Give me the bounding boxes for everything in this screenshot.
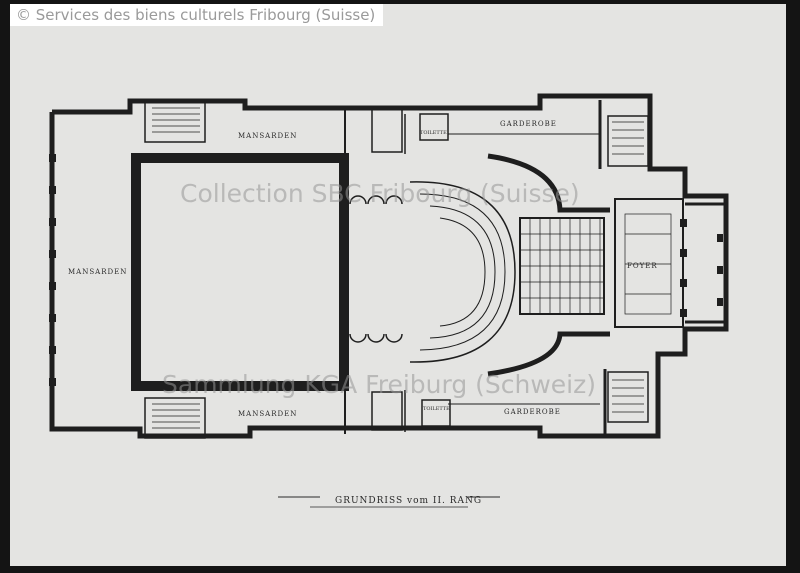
label-toilette-top: TOILETTE	[420, 130, 447, 136]
outer-wall	[49, 93, 729, 439]
plan-title: GRUNDRISS vom II. RANG	[335, 496, 483, 506]
watermark-sammlung: Sammlung KGA Freiburg (Schweiz)	[162, 370, 597, 399]
photo-page: MANSARDEN MANSARDEN MANSARDEN GARDEROBE …	[10, 4, 786, 566]
label-garderobe-bottom: GARDEROBE	[504, 408, 561, 416]
auditorium-wall	[487, 153, 610, 213]
label-garderobe-top: GARDEROBE	[500, 120, 557, 128]
copyright-banner: © Services des biens culturels Fribourg …	[10, 4, 384, 26]
label-mansarden-top: MANSARDEN	[238, 132, 297, 140]
watermark-collection: Collection SBC Fribourg (Suisse)	[180, 179, 580, 208]
label-mansarden-bottom: MANSARDEN	[238, 410, 297, 418]
label-mansarden-left: MANSARDEN	[68, 268, 127, 276]
floor-plan-drawing: MANSARDEN MANSARDEN MANSARDEN GARDEROBE …	[49, 93, 729, 508]
label-toilette-bottom: TOILETTE	[423, 406, 450, 412]
label-foyer: FOYER	[627, 262, 658, 270]
